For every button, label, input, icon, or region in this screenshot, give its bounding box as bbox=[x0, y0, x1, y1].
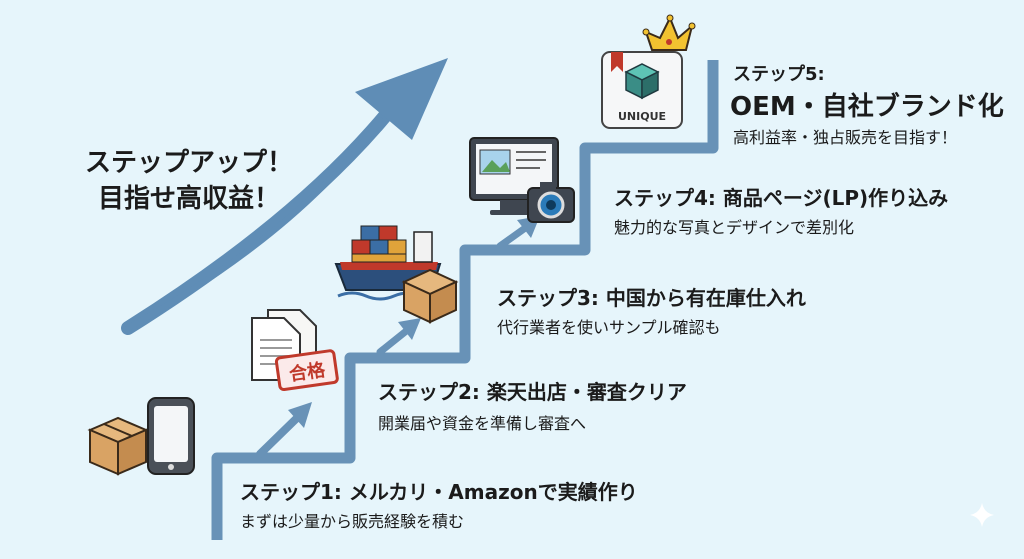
stamp-label: 合格 bbox=[288, 359, 328, 386]
step-5-title: ステップ5: bbox=[733, 64, 825, 85]
step-2-desc: 開業届や資金を準備し審査へ bbox=[378, 414, 587, 433]
monitor-icon bbox=[469, 137, 559, 215]
step-3-desc: 代行業者を使いサンプル確認も bbox=[497, 318, 721, 337]
staircase-line bbox=[211, 60, 719, 540]
step-2-title: ステップ2: 楽天出店・審査クリア bbox=[378, 380, 687, 404]
sparkle-icon bbox=[970, 503, 994, 527]
package-box-icon bbox=[401, 268, 459, 324]
slogan-line-2: 目指せ高収益！ bbox=[97, 184, 280, 214]
box-icon bbox=[87, 416, 149, 476]
brand-box-icon: UNIQUE bbox=[601, 51, 683, 129]
step-3-title: ステップ3: 中国から有在庫仕入れ bbox=[497, 286, 806, 310]
step-5-desc: 高利益率・独占販売を目指す！ bbox=[733, 128, 958, 147]
step-1-desc: まずは少量から販売経験を積む bbox=[240, 512, 465, 531]
growth-arrow bbox=[121, 58, 448, 335]
step-4-desc: 魅力的な写真とデザインで差別化 bbox=[614, 218, 855, 237]
smartphone-icon bbox=[147, 397, 195, 475]
approval-stamp-icon: 合格 bbox=[274, 349, 339, 392]
step-5-headline: OEM・自社ブランド化 bbox=[730, 92, 1004, 122]
crown-icon bbox=[642, 14, 696, 51]
slogan: ステップアップ！ 目指せ高収益！ bbox=[64, 145, 314, 217]
step-4-title: ステップ4: 商品ページ(LP)作り込み bbox=[614, 186, 949, 210]
slogan-line-1: ステップアップ！ bbox=[84, 148, 293, 178]
brand-label: UNIQUE bbox=[618, 110, 666, 123]
camera-icon bbox=[527, 182, 575, 223]
step-1-title: ステップ1: メルカリ・Amazonで実績作り bbox=[240, 480, 638, 504]
